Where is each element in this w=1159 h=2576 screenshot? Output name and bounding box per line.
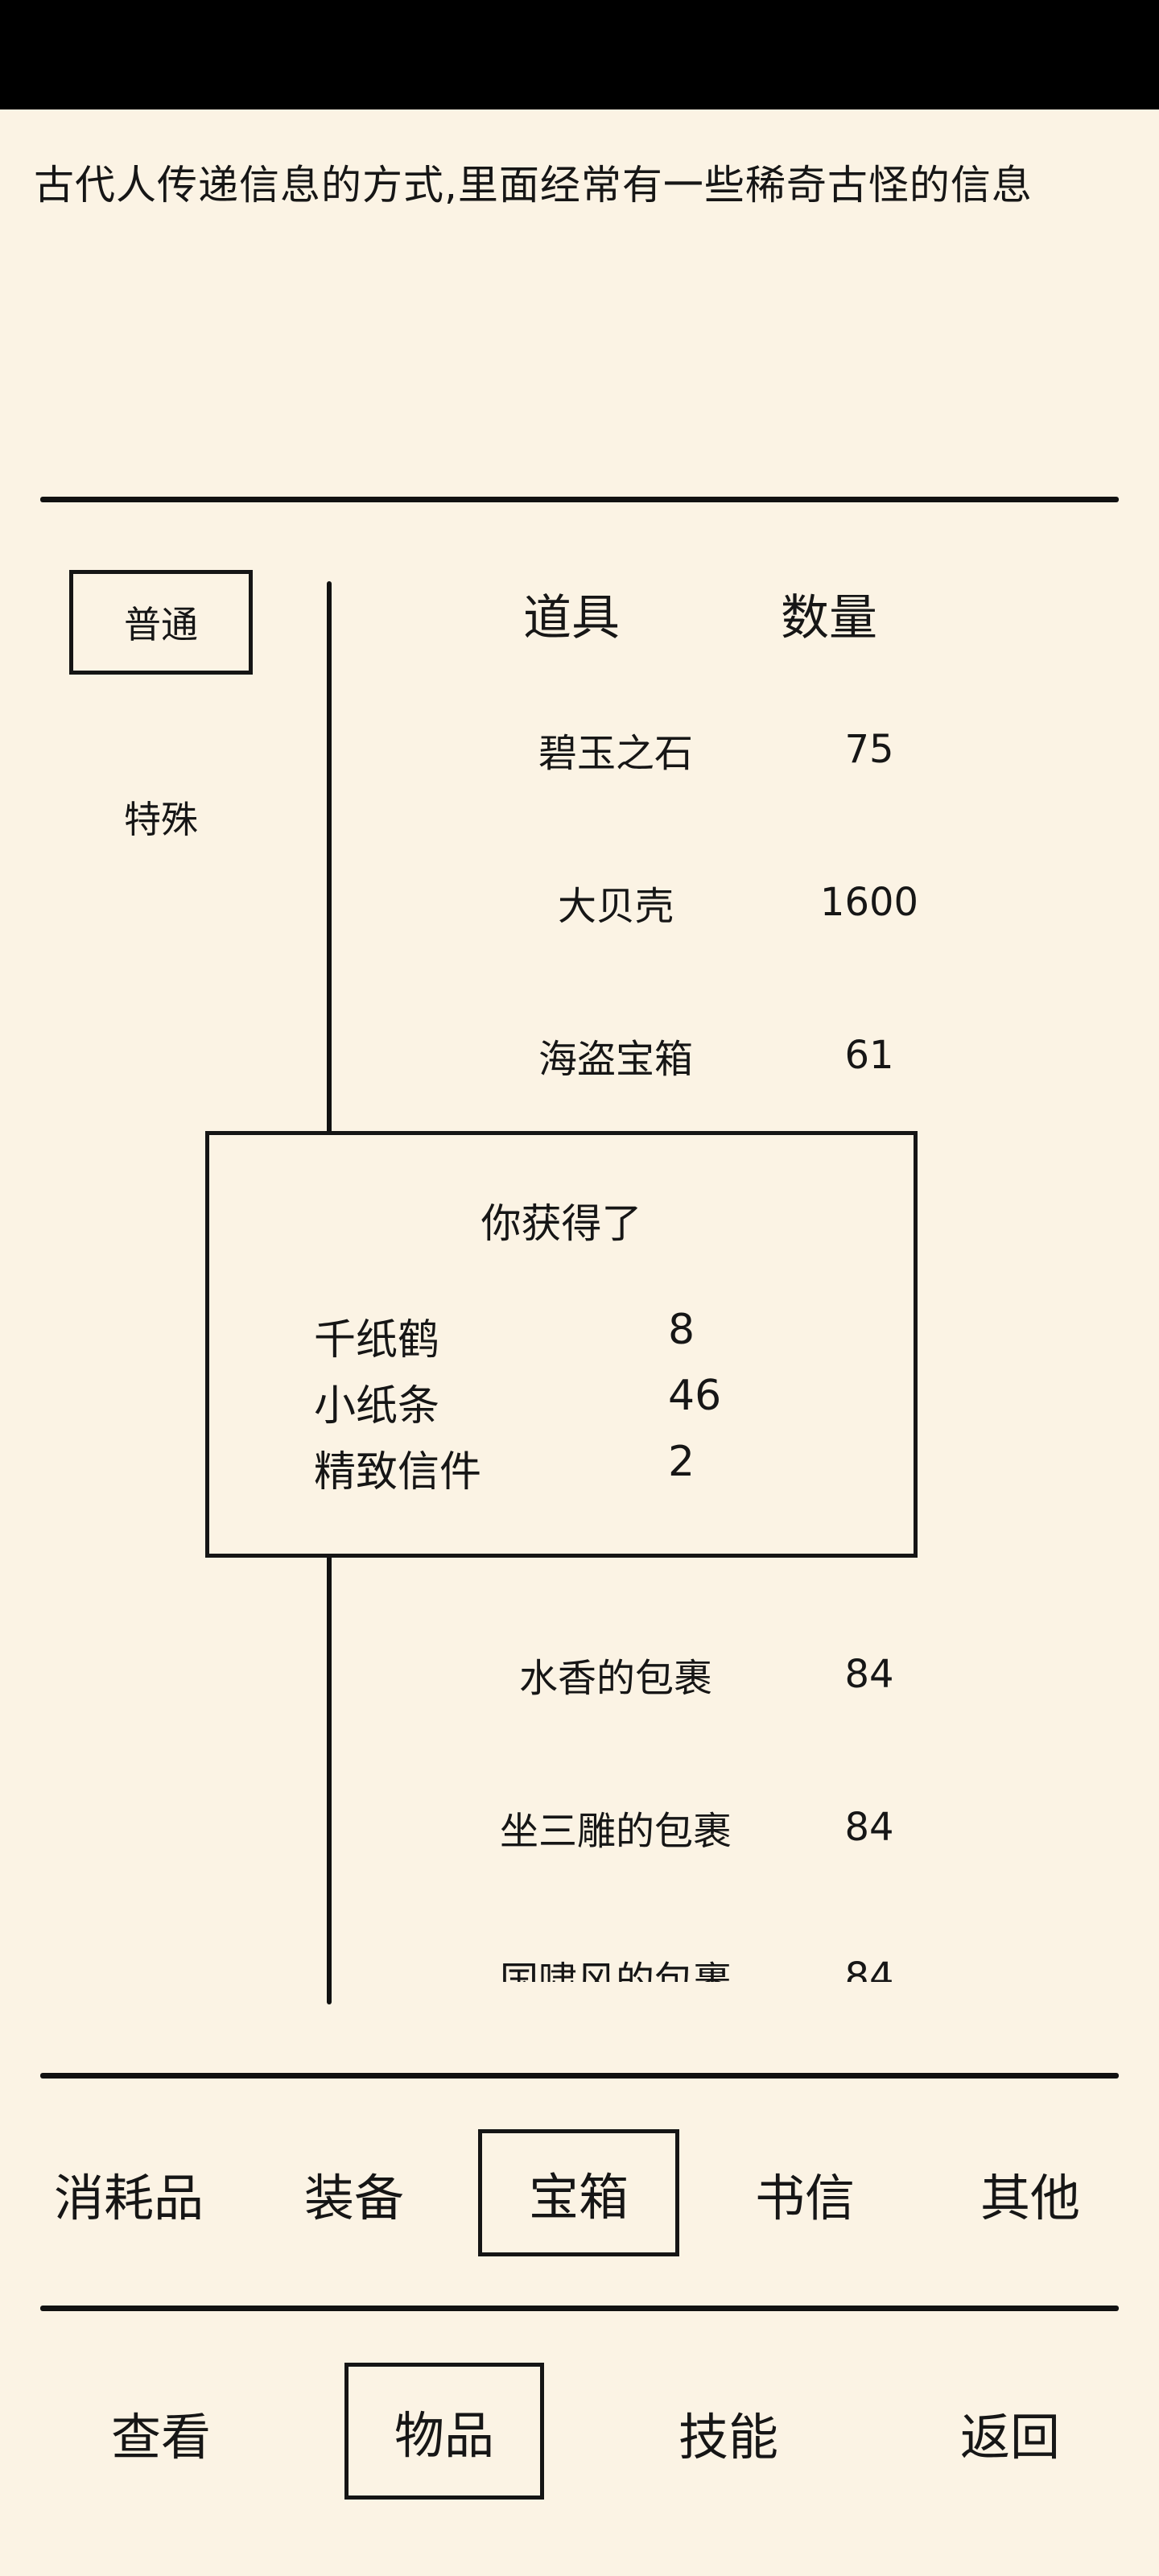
category-normal-label: 普通 <box>124 603 198 646</box>
item-quantity: 84 <box>844 1955 894 1982</box>
top-divider <box>40 497 1119 502</box>
tab-treasure-chest[interactable]: 宝箱 <box>478 2129 679 2256</box>
nav-items[interactable]: 物品 <box>344 2363 544 2500</box>
status-bar <box>0 0 1159 109</box>
tab-treasure-chest-label: 宝箱 <box>528 2168 629 2227</box>
item-name: 海盗宝箱 <box>538 1037 693 1082</box>
reward-item: 千纸鹤 8 <box>314 1306 877 1370</box>
nav-skills-label: 技能 <box>678 2408 778 2467</box>
item-quantity: 61 <box>844 1033 894 1078</box>
reward-item-name: 千纸鹤 <box>314 1316 440 1364</box>
tab-others-label: 其他 <box>980 2169 1080 2227</box>
category-special-button[interactable]: 特殊 <box>69 773 253 861</box>
middle-divider <box>40 2073 1119 2079</box>
category-special-label: 特殊 <box>124 798 198 841</box>
list-item[interactable]: 大贝壳 1600 <box>330 865 1135 939</box>
nav-view[interactable]: 查看 <box>64 2376 258 2489</box>
nav-skills[interactable]: 技能 <box>632 2376 825 2489</box>
reward-item-quantity: 2 <box>668 1438 695 1486</box>
reward-item: 精致信件 2 <box>314 1438 877 1502</box>
list-item[interactable]: 坐三雕的包裹 84 <box>330 1790 1135 1864</box>
list-item[interactable]: 国啸风的包裹 84 <box>330 1940 1135 1982</box>
item-quantity: 1600 <box>819 880 919 925</box>
item-quantity: 84 <box>844 1652 894 1697</box>
column-header-quantity: 数量 <box>781 589 877 646</box>
tab-others[interactable]: 其他 <box>934 2141 1127 2246</box>
tab-letters[interactable]: 书信 <box>708 2141 901 2246</box>
list-item[interactable]: 海盗宝箱 61 <box>330 1018 1135 1092</box>
column-header-item: 道具 <box>523 589 620 646</box>
reward-item: 小纸条 46 <box>314 1372 877 1436</box>
tab-consumables[interactable]: 消耗品 <box>32 2141 225 2246</box>
item-name: 水香的包裹 <box>518 1656 712 1701</box>
item-name: 国啸风的包裹 <box>499 1959 732 1982</box>
reward-item-name: 精致信件 <box>314 1448 482 1496</box>
nav-items-label: 物品 <box>394 2406 494 2465</box>
list-item[interactable]: 碧玉之石 75 <box>330 712 1135 786</box>
nav-back-label: 返回 <box>959 2408 1060 2467</box>
popup-title: 你获得了 <box>481 1200 642 1247</box>
item-quantity: 84 <box>844 1805 894 1850</box>
reward-item-name: 小纸条 <box>314 1382 440 1430</box>
category-normal-button[interactable]: 普通 <box>69 570 253 675</box>
tab-equipment[interactable]: 装备 <box>258 2141 451 2246</box>
item-name: 碧玉之石 <box>538 731 693 776</box>
reward-item-quantity: 8 <box>668 1306 695 1354</box>
tab-letters-label: 书信 <box>754 2169 855 2227</box>
nav-view-label: 查看 <box>110 2408 211 2467</box>
bottom-divider <box>40 2306 1119 2311</box>
item-name: 坐三雕的包裹 <box>499 1809 732 1854</box>
item-description: 古代人传递信息的方式,里面经常有一些稀奇古怪的信息 <box>34 162 1033 208</box>
tab-consumables-label: 消耗品 <box>53 2169 204 2227</box>
reward-popup[interactable]: 你获得了 千纸鹤 8 小纸条 46 精致信件 2 <box>205 1131 918 1558</box>
tab-equipment-label: 装备 <box>303 2169 404 2227</box>
item-list[interactable]: 碧玉之石 75 大贝壳 1600 海盗宝箱 61 水香的包裹 84 坐三雕的包裹… <box>330 668 1135 1982</box>
item-quantity: 75 <box>844 727 894 772</box>
item-name: 大贝壳 <box>557 884 674 929</box>
nav-back[interactable]: 返回 <box>914 2376 1107 2489</box>
reward-item-quantity: 46 <box>668 1372 722 1420</box>
list-item[interactable]: 水香的包裹 84 <box>330 1637 1135 1711</box>
